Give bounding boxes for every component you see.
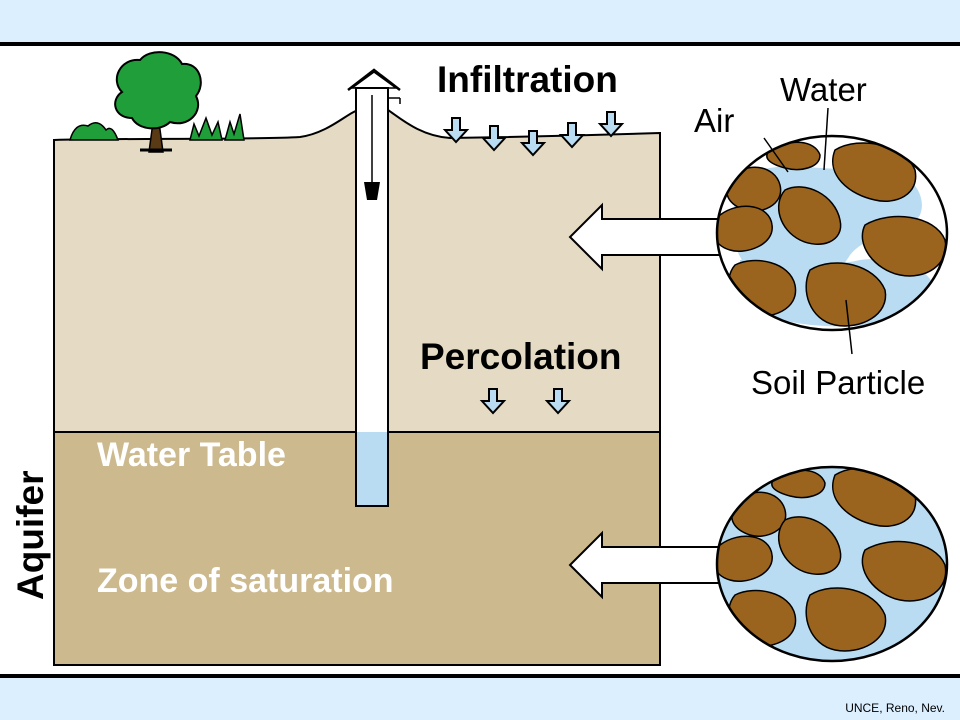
- zone-of-saturation-label: Zone of saturation: [97, 562, 394, 600]
- percolation-label: Percolation: [420, 336, 622, 377]
- well-icon: [347, 68, 401, 507]
- down-arrow-icon: [479, 388, 507, 415]
- infiltration-arrows: [442, 111, 625, 157]
- top-band: [0, 0, 960, 44]
- top-rule: [0, 42, 960, 46]
- infiltration-label: Infiltration: [437, 59, 618, 100]
- credit-text: UNCE, Reno, Nev.: [845, 701, 945, 715]
- left-arrow-icon: [568, 202, 721, 272]
- down-arrow-icon: [442, 117, 470, 144]
- down-arrow-icon: [544, 388, 572, 415]
- bottom-band: [0, 678, 960, 720]
- down-arrow-icon: [558, 122, 586, 149]
- water-table-label: Water Table: [97, 436, 286, 474]
- down-arrow-icon: [597, 111, 625, 138]
- tree-icon: [114, 51, 202, 153]
- down-arrow-icon: [519, 130, 547, 157]
- air-label: Air: [694, 102, 734, 139]
- unsaturated-soil-closeup: [715, 107, 949, 355]
- shrubs-icon: [69, 113, 245, 141]
- soil-particle-label: Soil Particle: [751, 364, 925, 401]
- percolation-arrows: [479, 388, 572, 415]
- left-arrow-icon: [568, 530, 721, 600]
- aquifer-label: Aquifer: [10, 471, 51, 601]
- water-label: Water: [780, 71, 867, 108]
- saturated-soil-closeup: [715, 465, 949, 663]
- down-arrow-icon: [480, 125, 508, 152]
- bottom-rule: [0, 674, 960, 678]
